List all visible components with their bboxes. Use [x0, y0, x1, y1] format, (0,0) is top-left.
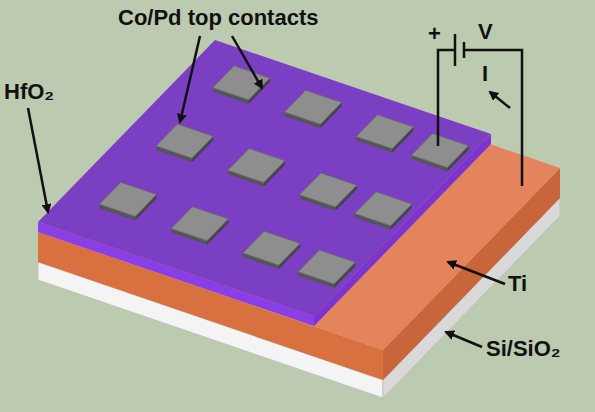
contact-pad — [213, 66, 270, 100]
contact-pad — [300, 173, 357, 207]
part-label: Si/SiO₂ — [486, 337, 561, 361]
part-label: Ti — [508, 272, 527, 296]
voltage-label: V — [478, 20, 493, 44]
contact-pad — [228, 149, 285, 183]
contact-pad — [284, 90, 341, 124]
circuit-wire — [438, 34, 522, 186]
contact-pad — [243, 231, 300, 265]
contact-pad — [298, 250, 355, 284]
contact-pad — [355, 192, 412, 226]
polarity-sign: + — [428, 22, 441, 46]
part-label: HfO₂ — [4, 80, 54, 104]
contact-pad — [356, 115, 413, 149]
hfo2-top — [38, 40, 491, 316]
contact-pad — [156, 124, 213, 158]
contact-pad — [411, 134, 468, 168]
contact-pad — [171, 207, 228, 241]
part-label: Co/Pd top contacts — [118, 6, 318, 30]
current-label: I — [482, 62, 488, 86]
contact-pad — [99, 182, 156, 216]
leader-arrow — [28, 36, 510, 347]
